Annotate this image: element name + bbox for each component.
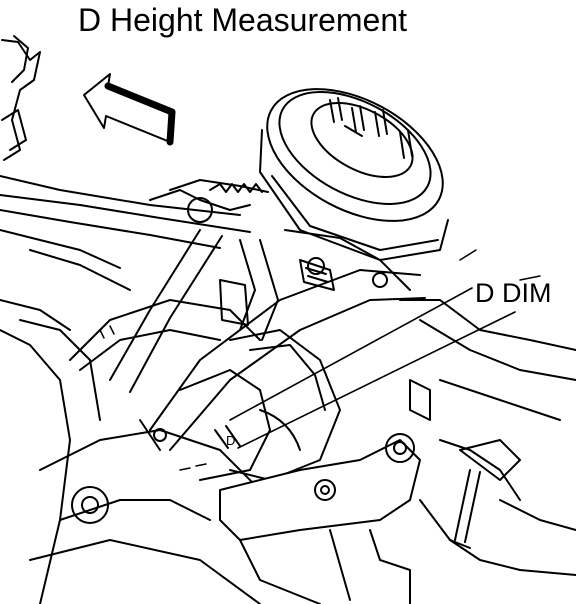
trailing-arm xyxy=(139,257,426,451)
figure-title: D Height Measurement xyxy=(78,2,408,38)
lower-bracket xyxy=(219,433,576,604)
wheel-hub-drum xyxy=(259,88,449,261)
svg-text:D: D xyxy=(226,433,235,448)
spring-and-links xyxy=(149,179,269,223)
d-dim-callout-label: D DIM xyxy=(475,278,552,308)
knuckle-assembly: D xyxy=(179,329,341,481)
d-dim-leader-lines xyxy=(229,287,516,449)
direction-arrow-icon xyxy=(83,73,176,146)
upper-control-arm xyxy=(109,229,411,393)
lower-control-arm xyxy=(29,299,261,604)
detail-marks xyxy=(99,249,541,471)
right-frame-structure xyxy=(399,299,576,549)
left-frame-structure xyxy=(0,35,251,604)
